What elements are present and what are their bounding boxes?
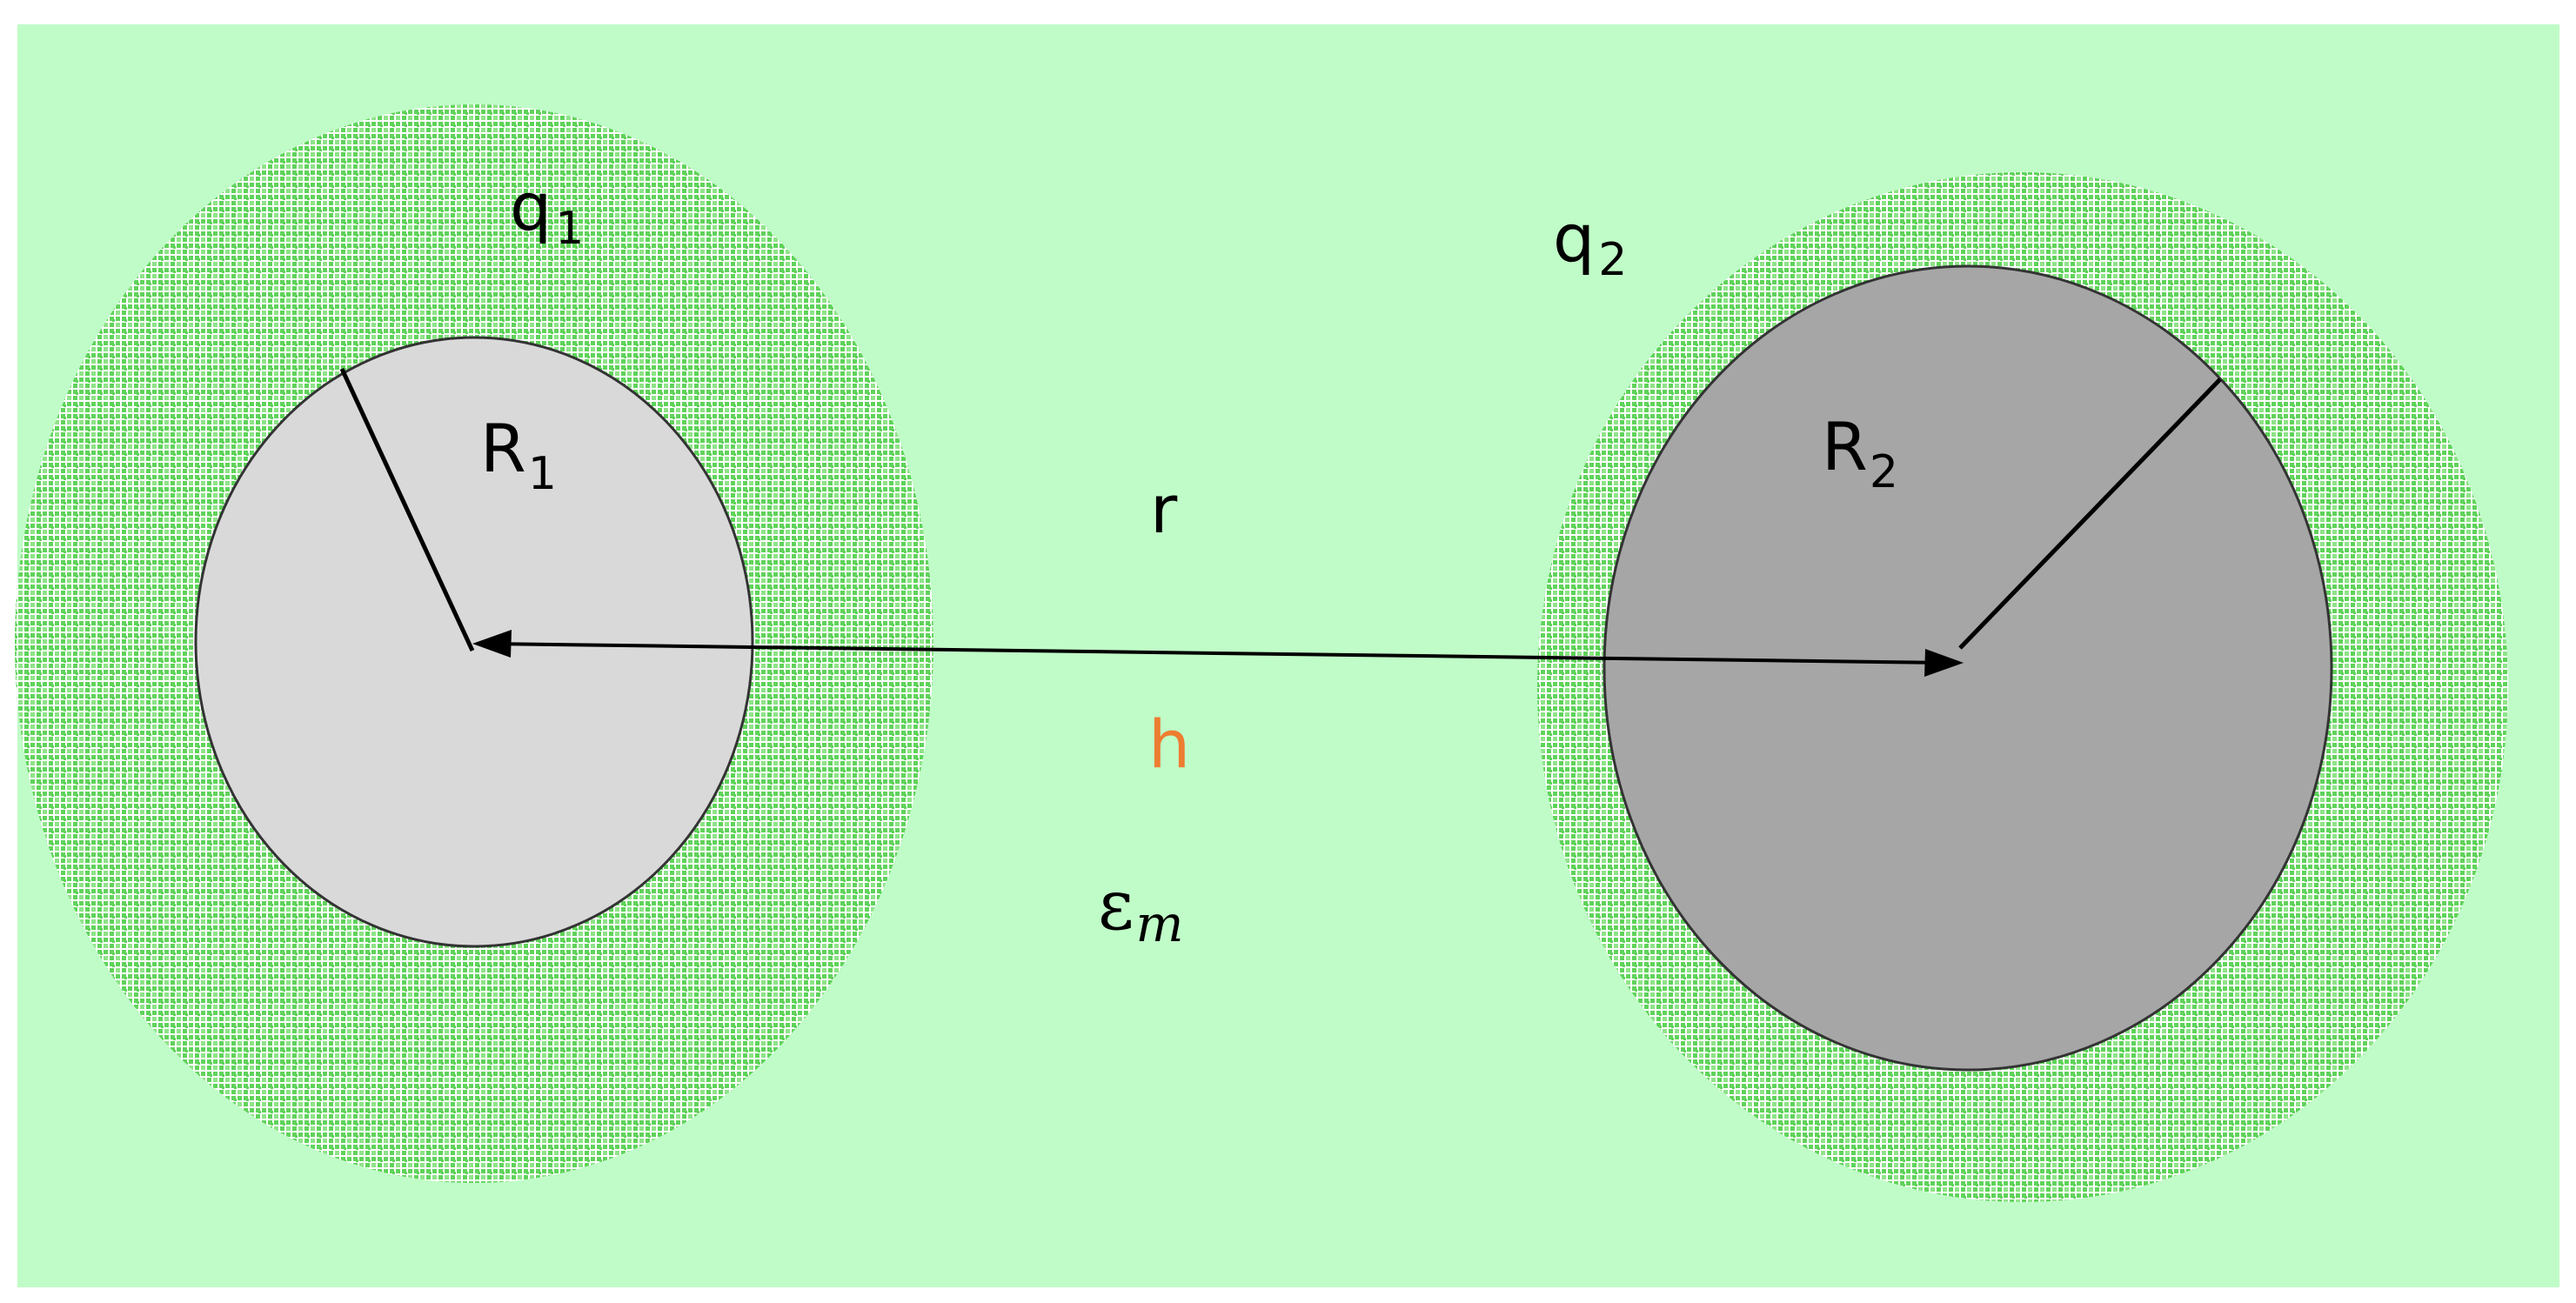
radius-line-2	[1958, 378, 2222, 650]
label-R2: R2	[1822, 408, 1898, 498]
label-q2: q2	[1553, 199, 1627, 286]
distance-arrow	[486, 642, 1950, 665]
label-R1: R1	[480, 410, 557, 500]
radius-line-1	[339, 367, 475, 652]
label-q1: q1	[510, 168, 584, 255]
particle-2	[1602, 264, 2333, 1072]
arrowhead-right	[1924, 649, 1964, 677]
particle-1	[194, 336, 754, 948]
label-h: h	[1148, 705, 1190, 783]
arrowhead-left	[472, 630, 512, 658]
label-epsilon-m: εm	[1098, 865, 1183, 953]
label-r: r	[1150, 471, 1178, 548]
